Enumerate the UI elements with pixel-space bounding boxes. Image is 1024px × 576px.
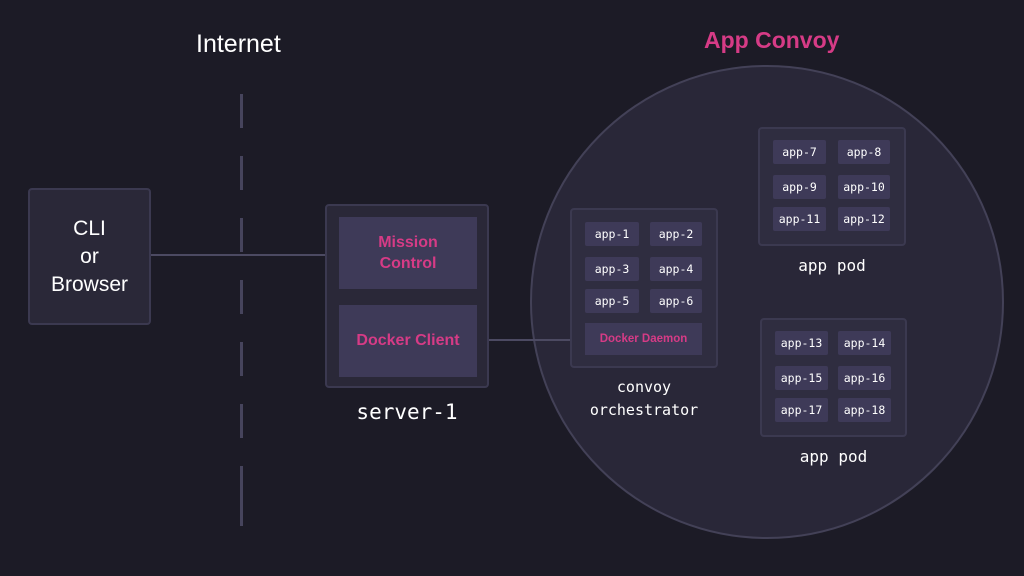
cli-browser-box: CLI or Browser bbox=[28, 188, 151, 325]
boundary-dash bbox=[240, 280, 243, 314]
app-chip: app-2 bbox=[650, 222, 702, 246]
docker-daemon-box: Docker Daemon bbox=[585, 323, 702, 355]
internet-title: Internet bbox=[196, 30, 281, 58]
orchestrator-label: convoy orchestrator bbox=[570, 376, 718, 422]
browser-label: Browser bbox=[50, 272, 129, 296]
boundary-dash bbox=[240, 404, 243, 438]
mission-control-line1: Mission bbox=[378, 234, 438, 251]
or-label: or bbox=[80, 244, 99, 268]
docker-to-daemon-line bbox=[477, 339, 585, 341]
app-chip: app-3 bbox=[585, 257, 639, 281]
app-chip: app-10 bbox=[838, 175, 890, 199]
app-chip: app-1 bbox=[585, 222, 639, 246]
app-chip: app-11 bbox=[773, 207, 826, 231]
boundary-dash bbox=[240, 94, 243, 128]
app-chip: app-15 bbox=[775, 366, 828, 390]
mission-control-line2: Control bbox=[379, 255, 437, 272]
boundary-dash bbox=[240, 156, 243, 190]
app-chip: app-18 bbox=[838, 398, 891, 422]
cli-label: CLI bbox=[73, 216, 106, 240]
app-chip: app-16 bbox=[838, 366, 891, 390]
docker-client-label: Docker Client bbox=[356, 332, 460, 349]
app-pod-2-label: app pod bbox=[799, 447, 868, 466]
app-chip: app-6 bbox=[650, 289, 702, 313]
mission-control-box: Mission Control bbox=[339, 217, 477, 289]
boundary-dash bbox=[240, 218, 243, 252]
app-chip: app-17 bbox=[775, 398, 828, 422]
app-chip: app-7 bbox=[773, 140, 826, 164]
app-chip: app-12 bbox=[838, 207, 890, 231]
server-1-label: server-1 bbox=[356, 400, 458, 424]
boundary-dash bbox=[240, 466, 243, 526]
boundary-dash bbox=[240, 342, 243, 376]
app-chip: app-13 bbox=[775, 331, 828, 355]
app-chip: app-5 bbox=[585, 289, 639, 313]
orchestrator-label-line1: convoy bbox=[616, 378, 672, 396]
app-chip: app-8 bbox=[838, 140, 890, 164]
orchestrator-label-line2: orchestrator bbox=[589, 401, 699, 419]
app-chip: app-4 bbox=[650, 257, 702, 281]
client-to-mission-line bbox=[150, 254, 339, 256]
app-convoy-title: App Convoy bbox=[704, 27, 840, 53]
docker-client-box: Docker Client bbox=[339, 305, 477, 377]
app-pod-1-label: app pod bbox=[798, 256, 866, 275]
app-chip: app-9 bbox=[773, 175, 826, 199]
app-chip: app-14 bbox=[838, 331, 891, 355]
docker-daemon-label: Docker Daemon bbox=[599, 333, 688, 345]
